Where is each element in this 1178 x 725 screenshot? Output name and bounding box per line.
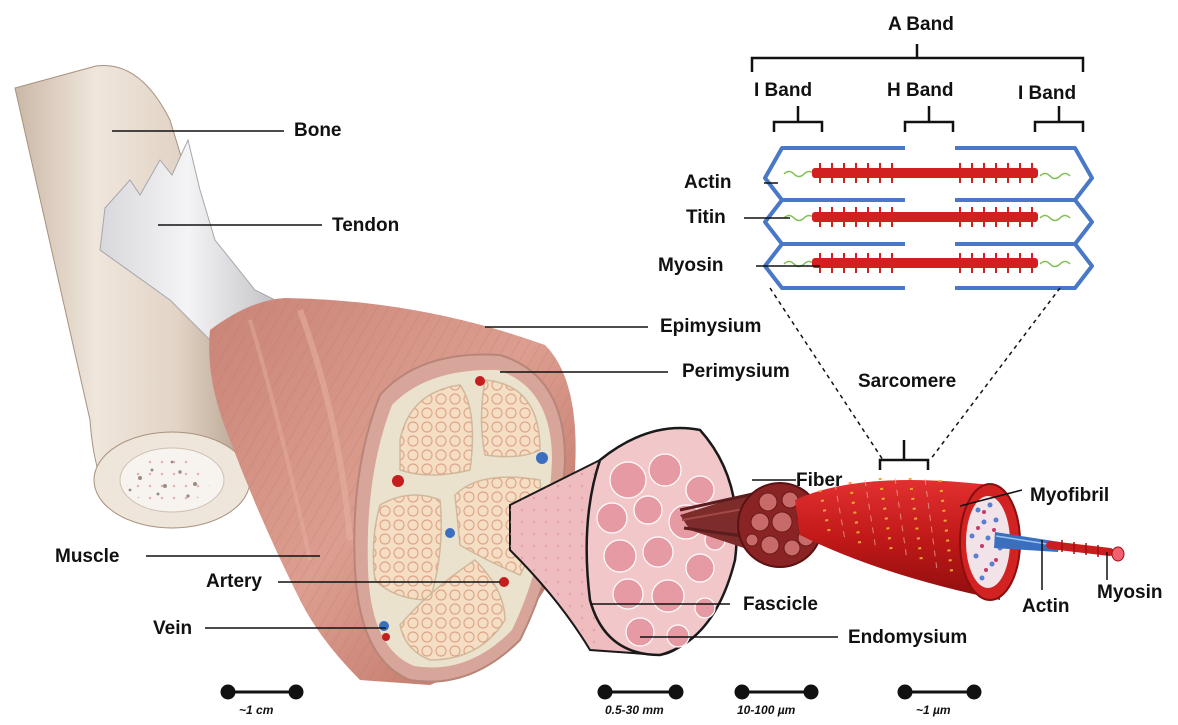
scale-label-fascicle: 0.5-30 mm: [605, 704, 664, 716]
label-titin: Titin: [686, 208, 726, 227]
label-h-band: H Band: [887, 81, 954, 100]
label-fiber: Fiber: [796, 471, 842, 490]
label-myosin: Myosin: [658, 256, 723, 275]
scale-label-muscle: ~1 cm: [239, 704, 273, 716]
label-myosin-fibril: Myosin: [1097, 583, 1162, 602]
label-fascicle: Fascicle: [743, 595, 818, 614]
scale-label-myofibril: ~1 µm: [916, 704, 951, 716]
label-endomysium: Endomysium: [848, 628, 967, 647]
sarcomere-diagram: [752, 44, 1092, 470]
label-artery: Artery: [206, 572, 262, 591]
label-muscle: Muscle: [55, 547, 119, 566]
label-tendon: Tendon: [332, 216, 399, 235]
scale-label-fiber: 10-100 µm: [737, 704, 795, 716]
label-vein: Vein: [153, 619, 192, 638]
scale-bars: [222, 686, 980, 698]
vein-dot: [536, 452, 548, 464]
label-sarcomere: Sarcomere: [858, 372, 956, 391]
label-i-band-right: I Band: [1018, 84, 1076, 103]
label-myofibril: Myofibril: [1030, 486, 1109, 505]
label-i-band-left: I Band: [754, 81, 812, 100]
label-epimysium: Epimysium: [660, 317, 761, 336]
label-actin: Actin: [684, 173, 732, 192]
label-a-band: A Band: [888, 15, 954, 34]
label-actin-fibril: Actin: [1022, 597, 1070, 616]
label-perimysium: Perimysium: [682, 362, 790, 381]
label-bone: Bone: [294, 121, 342, 140]
artery-dot: [475, 376, 485, 386]
